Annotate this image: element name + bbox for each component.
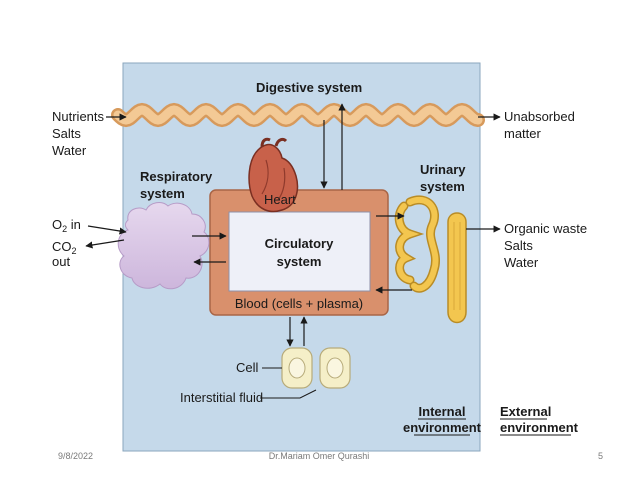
unabsorbed-label: Unabsorbed xyxy=(504,109,575,124)
heart-label: Heart xyxy=(264,192,296,207)
cell-label: Cell xyxy=(236,360,259,375)
digestive-system-label: Digestive system xyxy=(256,80,362,95)
o2-in-label: O2 in xyxy=(52,217,81,234)
salts-input-label: Salts xyxy=(52,126,81,141)
arrow-co2-out xyxy=(85,239,125,249)
circulatory-label: Circulatory xyxy=(265,236,334,251)
external-environment-label-2: environment xyxy=(500,420,579,435)
urinary-label: Urinary xyxy=(420,162,466,177)
circulatory-system-label: system xyxy=(277,254,322,269)
respiratory-system-label: system xyxy=(140,186,185,201)
pointer-interstitial-fluid xyxy=(260,389,317,399)
arrow-o2-in xyxy=(87,225,127,235)
internal-environment-label-2: environment xyxy=(403,420,482,435)
footer-author: Dr.Mariam Omer Qurashi xyxy=(269,451,370,461)
heart-icon xyxy=(248,137,299,213)
matter-label: matter xyxy=(504,126,542,141)
circulatory-system-box xyxy=(228,211,371,292)
urinary-system-icon xyxy=(394,195,467,324)
respiratory-label: Respiratory xyxy=(140,169,213,184)
external-environment-label: External xyxy=(500,404,551,419)
out-label: out xyxy=(52,254,70,269)
footer-date: 9/8/2022 xyxy=(58,451,93,461)
salts-output-label: Salts xyxy=(504,238,533,253)
urinary-system-label: system xyxy=(420,179,465,194)
water-input-label: Water xyxy=(52,143,87,158)
cell-icons xyxy=(281,347,351,389)
organic-waste-label: Organic waste xyxy=(504,221,587,236)
respiratory-cloud xyxy=(117,202,210,290)
co2-label: CO2 xyxy=(52,239,77,256)
nutrients-label: Nutrients xyxy=(52,109,105,124)
internal-environment-label: Internal xyxy=(419,404,466,419)
interstitial-fluid-label: Interstitial fluid xyxy=(180,390,263,405)
blood-label: Blood (cells + plasma) xyxy=(235,296,363,311)
footer-page-number: 5 xyxy=(598,451,603,461)
water-output-label: Water xyxy=(504,255,539,270)
